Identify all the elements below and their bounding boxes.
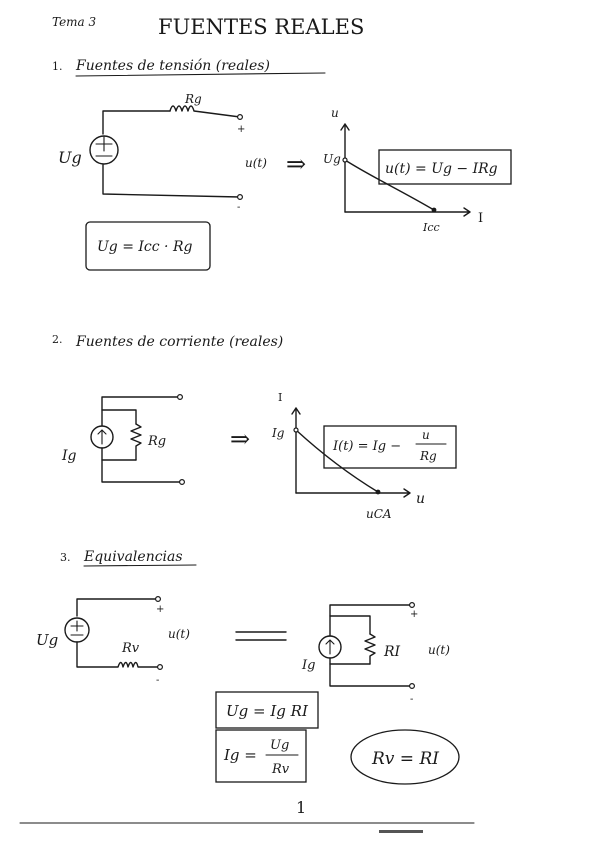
- section-2-title: Fuentes de corriente (reales): [75, 334, 283, 350]
- resistor-rg-label: Rg: [184, 92, 202, 106]
- voltage-source-circuit: [89, 105, 244, 201]
- graph-1-y-label: u: [331, 106, 339, 120]
- source-polarity-icon-2: [70, 620, 84, 636]
- minus-sign-4: -: [410, 694, 413, 705]
- resistor-ri-zigzag: [364, 633, 376, 665]
- formula-ig-box: [215, 729, 307, 783]
- page-number: 1: [296, 798, 306, 817]
- terminal-bottom-4: [409, 682, 416, 689]
- y-axis-2: [291, 407, 301, 494]
- current-graph: [291, 407, 411, 498]
- formula-ug-box: [215, 691, 319, 729]
- formula-1: Ug = Icc · Rg: [97, 239, 192, 255]
- resistor-rv-label: Rv: [121, 641, 140, 656]
- formula-ug: Ug = Ig RI: [226, 702, 309, 720]
- equation-2-numerator: u: [422, 428, 430, 442]
- source-ug-label: Ug: [58, 148, 82, 167]
- current-arrow-icon: [97, 429, 107, 445]
- resistor-rv-symbol: [76, 641, 161, 668]
- wire-bottom: [102, 164, 241, 198]
- graph-2-x-intercept: uCA: [366, 507, 392, 521]
- x-intercept-point-2: [375, 489, 381, 495]
- graph-1-y-intercept: Ug: [323, 152, 341, 166]
- y-intercept-point: [342, 157, 348, 163]
- wire-bottom-4: [329, 657, 413, 687]
- plus-sign-4: +: [410, 609, 418, 620]
- implies-arrow-2: ⇒: [230, 425, 250, 453]
- resistor-rg-zigzag: [130, 423, 142, 461]
- source-ig-label-2: Ig: [301, 658, 315, 673]
- terminal-top-3: [155, 595, 162, 602]
- wire-resistor-top-2: [329, 615, 371, 635]
- footer-mark: [379, 830, 423, 833]
- y-axis: [340, 123, 350, 213]
- terminal-bottom-3: [157, 663, 164, 670]
- y-intercept-point-2: [293, 427, 299, 433]
- current-source-circuit: [90, 394, 186, 486]
- formula-ig-denominator: Rv: [271, 762, 290, 777]
- output-u-label: u(t): [245, 156, 267, 170]
- section-2-number: 2.: [52, 333, 63, 346]
- wire-top-4: [329, 604, 413, 637]
- minus-sign-3: -: [156, 675, 159, 686]
- implies-arrow: ⇒: [286, 150, 306, 178]
- plus-sign: +: [237, 124, 245, 135]
- current-arrow-icon-2: [325, 639, 335, 655]
- x-intercept-point: [431, 207, 437, 213]
- equation-1: u(t) = Ug − IRg: [385, 161, 498, 177]
- terminal-top-2: [177, 394, 184, 401]
- source-polarity-icon: [95, 136, 113, 157]
- resistor-rg-label-2: Rg: [147, 434, 166, 449]
- plus-sign-3: +: [156, 604, 164, 615]
- formula-rv-ellipse: [350, 729, 460, 785]
- section-3-title: Equivalencias: [83, 549, 183, 565]
- right-equivalent-circuit: [318, 601, 416, 689]
- wire-bottom-2: [101, 447, 183, 483]
- formula-ig-lhs: Ig =: [223, 746, 257, 764]
- terminal-bottom-2: [179, 479, 186, 486]
- formula-ig-numerator: Ug: [270, 738, 289, 753]
- resistor-rg-symbol: [169, 105, 241, 118]
- section-1-number: 1.: [52, 60, 63, 73]
- section-3-number: 3.: [60, 551, 71, 564]
- minus-sign: -: [237, 202, 240, 213]
- formula-1-box: [85, 221, 211, 271]
- equation-2-lhs: I(t) = Ig −: [332, 439, 401, 454]
- graph-2-y-intercept: Ig: [271, 426, 285, 440]
- voltage-graph: [340, 123, 471, 217]
- terminal-minus: [237, 194, 244, 201]
- x-axis: [344, 207, 471, 217]
- x-axis-2: [295, 488, 411, 498]
- graph-2-x-label: u: [416, 491, 425, 507]
- equation-2-box: [323, 425, 457, 469]
- formula-rv: Rv = RI: [371, 749, 439, 769]
- graph-2-y-label: I: [278, 391, 282, 404]
- wire-top-2: [101, 396, 181, 427]
- graph-1-x-intercept: Icc: [422, 221, 440, 234]
- voltage-source-icon: [89, 135, 119, 165]
- output-u-label-2: u(t): [168, 627, 190, 641]
- section-1-underline: [75, 72, 326, 77]
- wire-top: [102, 110, 171, 135]
- terminal-top-4: [409, 601, 416, 608]
- source-ug-label-2: Ug: [36, 631, 58, 649]
- wire-resistor-top: [101, 409, 137, 425]
- source-ig-label: Ig: [61, 448, 77, 464]
- terminal-plus: [237, 113, 244, 120]
- equation-2-denominator: Rg: [419, 449, 437, 463]
- left-equivalent-circuit: [64, 595, 164, 670]
- tema-label: Tema 3: [52, 15, 97, 29]
- section-1-title: Fuentes de tensión (reales): [75, 58, 270, 74]
- graph-1-x-label: I: [478, 211, 483, 226]
- current-voltage-line: [295, 429, 379, 493]
- page-title: FUENTES REALES: [158, 15, 364, 39]
- wire-top-3: [76, 598, 159, 617]
- resistor-ri-label: RI: [383, 644, 401, 660]
- equation-1-box: [378, 149, 512, 185]
- section-3-underline: [83, 564, 197, 567]
- output-u-label-3: u(t): [428, 643, 450, 657]
